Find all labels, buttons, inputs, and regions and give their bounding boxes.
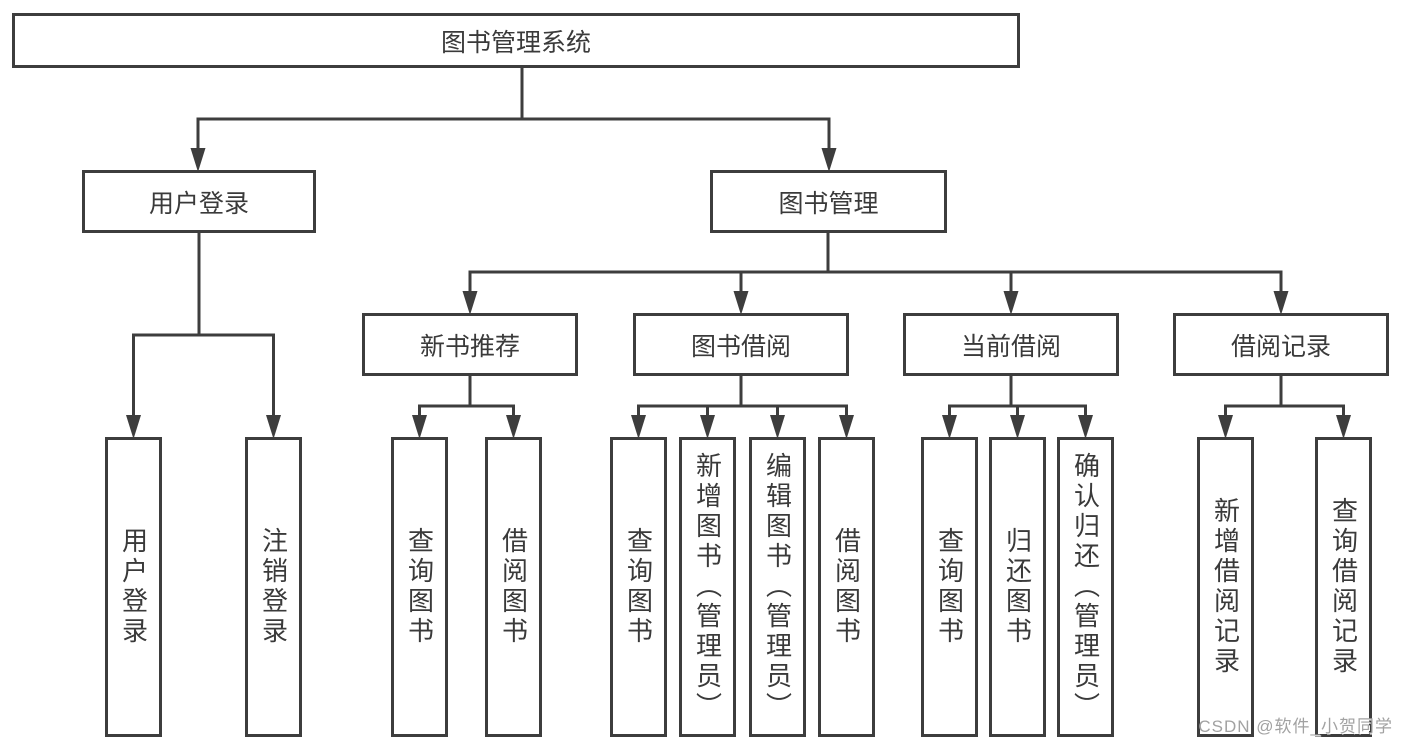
arrowhead xyxy=(942,415,957,439)
arrowhead xyxy=(1010,415,1025,439)
node-book-borrowing: 图书借阅 xyxy=(633,313,849,376)
node-query-books-label: 查询图书 xyxy=(404,527,435,647)
arrowhead xyxy=(1273,291,1289,315)
arrowhead xyxy=(700,415,715,439)
arrowhead xyxy=(733,291,749,315)
node-new-book-recommendation-label: 新书推荐 xyxy=(419,332,520,361)
arrowhead xyxy=(190,148,206,172)
node-return-books: 归还图书 xyxy=(989,437,1046,737)
node-borrow-books-label: 借阅图书 xyxy=(498,527,529,647)
watermark: CSDN @软件_小贺同学 xyxy=(1198,712,1393,737)
node-confirm-return-admin-label: 确认归还（管理员） xyxy=(1070,452,1101,722)
node-borrowing-records-label: 借阅记录 xyxy=(1230,332,1331,361)
watermark-text: CSDN @软件_小贺同学 xyxy=(1198,717,1393,736)
node-query-books: 查询图书 xyxy=(921,437,978,737)
arrowhead xyxy=(631,415,646,439)
node-user-login-label: 用户登录 xyxy=(148,189,249,218)
node-borrowing-records: 借阅记录 xyxy=(1173,313,1389,376)
node-confirm-return-admin: 确认归还（管理员） xyxy=(1057,437,1114,737)
arrowhead xyxy=(126,415,141,439)
node-new-book-recommendation: 新书推荐 xyxy=(362,313,578,376)
node-query-books-label: 查询图书 xyxy=(934,527,965,647)
node-query-borrow-record-label: 查询借阅记录 xyxy=(1328,497,1359,677)
node-current-borrowing-label: 当前借阅 xyxy=(960,332,1061,361)
arrowhead xyxy=(839,415,854,439)
node-book-borrowing-label: 图书借阅 xyxy=(690,332,791,361)
arrowhead xyxy=(1003,291,1019,315)
node-book-management-label: 图书管理 xyxy=(778,189,879,218)
node-root: 图书管理系统 xyxy=(12,13,1020,68)
arrowhead xyxy=(1078,415,1093,439)
node-logout-label: 注销登录 xyxy=(258,527,289,647)
node-query-books: 查询图书 xyxy=(391,437,448,737)
arrowhead xyxy=(506,415,521,439)
node-borrow-books: 借阅图书 xyxy=(485,437,542,737)
arrowhead xyxy=(770,415,785,439)
node-borrow-books: 借阅图书 xyxy=(818,437,875,737)
arrowhead xyxy=(821,148,837,172)
node-add-books-admin-label: 新增图书（管理员） xyxy=(692,452,723,722)
node-user-login: 用户登录 xyxy=(82,170,316,233)
arrowhead xyxy=(462,291,478,315)
arrowhead xyxy=(412,415,427,439)
node-query-books-label: 查询图书 xyxy=(623,527,654,647)
node-borrow-books-label: 借阅图书 xyxy=(831,527,862,647)
arrowhead xyxy=(1218,415,1233,439)
node-root-label: 图书管理系统 xyxy=(440,28,591,57)
node-user-login-action-label: 用户登录 xyxy=(118,527,149,647)
node-add-borrow-record-label: 新增借阅记录 xyxy=(1210,497,1241,677)
arrowhead xyxy=(266,415,281,439)
node-edit-books-admin-label: 编辑图书（管理员） xyxy=(762,452,793,722)
node-add-books-admin: 新增图书（管理员） xyxy=(679,437,736,737)
node-query-borrow-record: 查询借阅记录 xyxy=(1315,437,1372,737)
arrowhead xyxy=(1336,415,1351,439)
node-user-login-action: 用户登录 xyxy=(105,437,162,737)
node-edit-books-admin: 编辑图书（管理员） xyxy=(749,437,806,737)
node-add-borrow-record: 新增借阅记录 xyxy=(1197,437,1254,737)
node-current-borrowing: 当前借阅 xyxy=(903,313,1119,376)
node-logout: 注销登录 xyxy=(245,437,302,737)
node-book-management: 图书管理 xyxy=(710,170,947,233)
node-return-books-label: 归还图书 xyxy=(1002,527,1033,647)
node-query-books: 查询图书 xyxy=(610,437,667,737)
